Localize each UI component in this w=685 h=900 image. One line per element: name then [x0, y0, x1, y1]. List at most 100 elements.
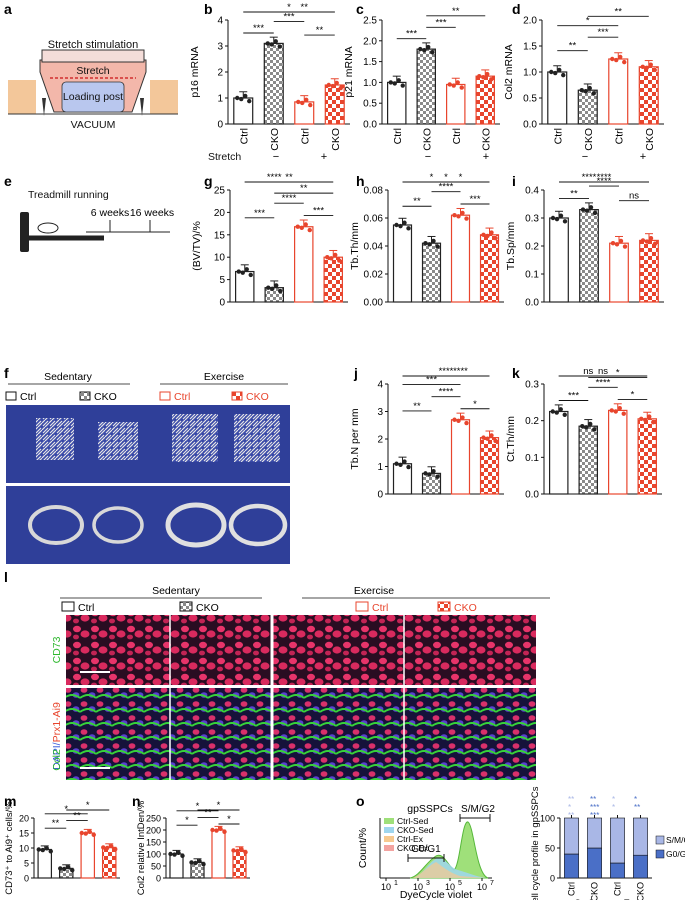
sig-label-h-1: **** — [439, 182, 454, 193]
datapoint-i-2 — [622, 244, 628, 249]
datapoint-d-3 — [652, 67, 657, 73]
datapoint-c-0 — [392, 81, 397, 86]
datapoint-n-1 — [201, 862, 206, 867]
datapoint-b-3 — [334, 80, 339, 86]
datapoint-g-2 — [299, 225, 304, 231]
sig-label-g-1: **** — [282, 193, 297, 204]
datapoint-m-2 — [83, 831, 88, 836]
legend-label-1: G0/G1 — [666, 849, 685, 859]
chart-h-ytick-label: 0.06 — [364, 214, 384, 225]
datapoint-c-2 — [459, 85, 464, 90]
chart-n-ytick-label: 50 — [151, 862, 161, 872]
o-xtick-exp-0: 1 — [394, 880, 398, 887]
datapoint-j-2 — [452, 417, 457, 422]
chart-c-ytick-label: 1.5 — [363, 57, 377, 68]
stretch-plus-b: + — [321, 151, 327, 163]
datapoint-c-1 — [430, 50, 435, 55]
datapoint-j-3 — [489, 433, 494, 438]
chart-i-ytick-label: 0.1 — [525, 270, 539, 281]
sig-label-n-4: * — [217, 800, 221, 811]
sig-label-b-3: ** — [301, 2, 309, 13]
panel-letter-c: c — [356, 1, 364, 17]
chart-d-cat-3: CKO — [644, 128, 656, 151]
datapoint-h-2 — [452, 213, 457, 218]
datapoint-k-1 — [588, 421, 593, 427]
panel-l-microscopy: Sedentary Exercise Ctrl CKO Ctrl CKO CD7… — [51, 585, 550, 780]
bar-m-2 — [80, 832, 96, 879]
stretch-plus-d: + — [640, 151, 646, 163]
stretch-minus-d: − — [582, 151, 588, 163]
datapoint-j-3 — [485, 436, 490, 441]
panel-letter-h: h — [356, 173, 365, 189]
bar-i-1 — [579, 209, 599, 303]
bar-o2-smg2-0 — [564, 817, 579, 855]
sig-label-d-0: ** — [569, 41, 577, 52]
datapoint-n-2 — [214, 828, 219, 833]
datapoint-h-2 — [460, 210, 465, 216]
sig-label-h-5: * — [444, 172, 448, 183]
sig-o2-9: *** — [590, 811, 599, 820]
sig-label-d-2: * — [586, 16, 590, 27]
datapoint-i-1 — [588, 205, 594, 210]
chart-d-ylabel: Col2 mRNA — [503, 44, 515, 99]
datapoint-n-1 — [193, 860, 198, 866]
sig-label-g-3: ** — [300, 183, 308, 194]
datapoint-c-0 — [400, 83, 405, 88]
time-16-weeks: 16 weeks — [130, 207, 174, 219]
l-ctrl-2: Ctrl — [372, 602, 388, 614]
o-xtick-1: 10 — [413, 882, 423, 892]
chart-m-ytick-label: 0 — [24, 874, 29, 884]
chart-c-ytick-label: 0.5 — [363, 99, 377, 110]
bar-i-3 — [639, 239, 659, 303]
sig-o2-2: * — [612, 795, 615, 804]
sig-label-m-3: ** — [73, 810, 81, 821]
datapoint-d-1 — [591, 91, 596, 96]
datapoint-m-0 — [44, 846, 49, 851]
chart-i-ytick-label: 0.0 — [525, 298, 539, 309]
sig-label-b-2: ** — [316, 25, 324, 36]
chart-b-cat-0: Ctrl — [238, 128, 250, 144]
datapoint-n-0 — [168, 851, 173, 857]
sig-label-b-1: *** — [283, 12, 294, 23]
datapoint-b-0 — [243, 93, 248, 99]
panel-letter-a: a — [4, 1, 12, 17]
chart-k-ytick-label: 0.0 — [525, 490, 539, 501]
f-sedentary-label: Sedentary — [44, 371, 93, 383]
f-cko-2: CKO — [246, 391, 269, 403]
sig-label-g-2: *** — [313, 206, 324, 217]
chart-i-ytick-label: 0.3 — [525, 214, 539, 225]
chart-g-ytick-label: 20 — [214, 208, 226, 219]
datapoint-c-3 — [489, 77, 494, 82]
datapoint-k-1 — [584, 425, 589, 430]
sig-label-k-0: *** — [568, 391, 579, 402]
datapoint-i-1 — [580, 207, 586, 212]
chart-o2-cat-2: Ctrl — [613, 882, 623, 896]
bar-k-2 — [608, 409, 628, 495]
datapoint-k-2 — [621, 411, 626, 416]
chart-i-ylabel: Tb.Sp/mm — [505, 222, 517, 271]
chart-d-cat-1: CKO — [583, 128, 595, 151]
datapoint-d-0 — [557, 67, 562, 73]
datapoint-b-3 — [326, 82, 331, 88]
l-cko-1: CKO — [196, 602, 219, 614]
l-ctrl-1: Ctrl — [78, 602, 94, 614]
chart-m-ytick-label: 15 — [19, 829, 29, 839]
bar-o2-smg2-2 — [610, 817, 625, 864]
sig-label-m-0: ** — [52, 818, 60, 829]
datapoint-g-3 — [337, 258, 342, 263]
sig-o2-8: ** — [568, 811, 574, 820]
datapoint-h-2 — [464, 216, 469, 221]
datapoint-j-2 — [464, 420, 469, 426]
datapoint-h-3 — [493, 235, 498, 241]
chart-n-ytick-label: 150 — [146, 838, 161, 848]
datapoint-j-0 — [398, 462, 403, 468]
sig-label-b-4: * — [287, 2, 291, 13]
panel-letter-f: f — [4, 365, 9, 381]
sig-label-i-3: **** — [582, 172, 597, 183]
datapoint-k-2 — [617, 406, 622, 411]
datapoint-c-1 — [422, 47, 427, 53]
chart-g-ylabel: (BV/TV)/% — [191, 221, 203, 271]
